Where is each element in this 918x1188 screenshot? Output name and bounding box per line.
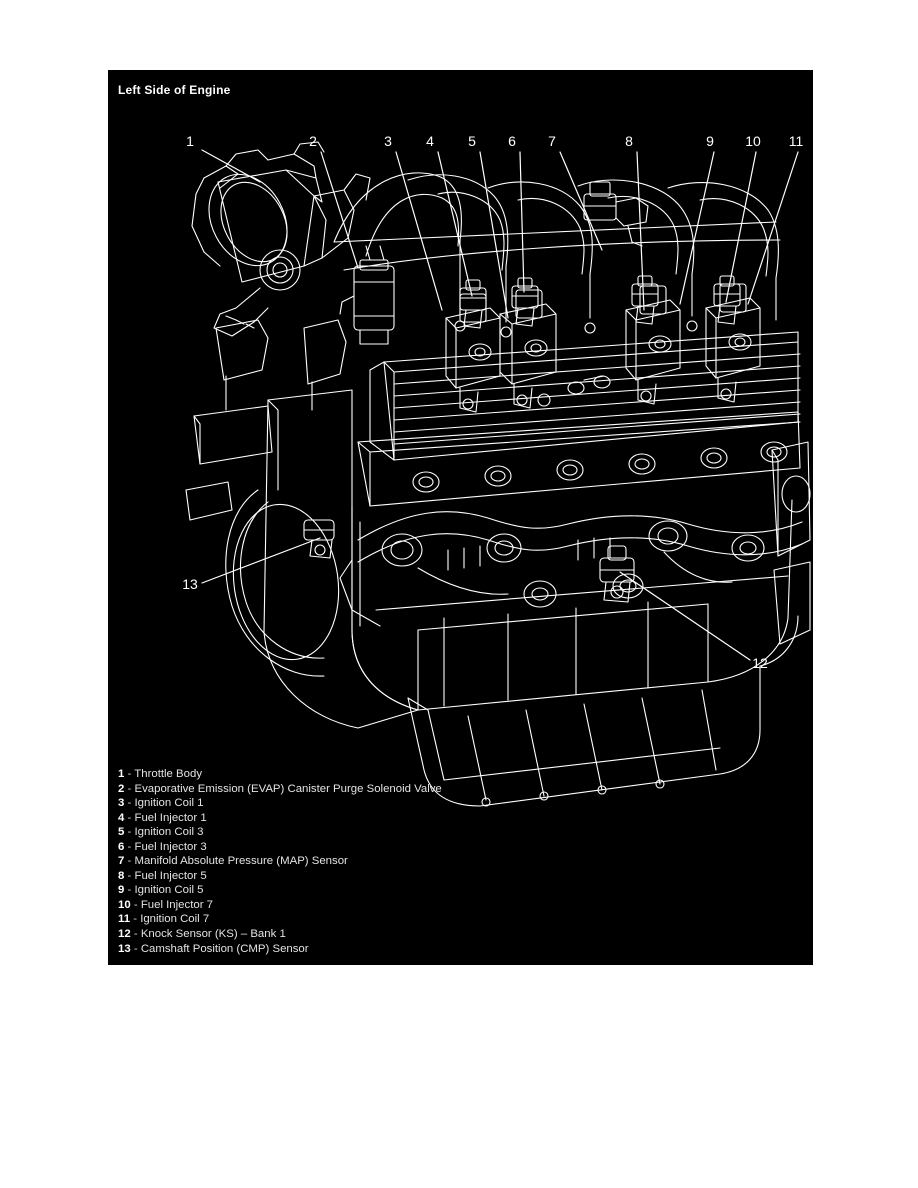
legend-label: Manifold Absolute Pressure (MAP) Sensor (134, 855, 348, 868)
legend-separator: - (133, 913, 138, 926)
legend-number: 13 (118, 942, 131, 955)
legend-separator: - (133, 928, 138, 941)
legend-separator: - (127, 855, 132, 868)
legend-item: 7 - Manifold Absolute Pressure (MAP) Sen… (118, 854, 798, 869)
ignition-coil-parts (445, 283, 761, 413)
legend-item: 10 - Fuel Injector 7 (118, 898, 798, 913)
legend-number: 5 (118, 826, 125, 839)
legend-label: Ignition Coil 1 (134, 797, 204, 810)
page-title: Left Side of Engine (118, 83, 231, 97)
legend-separator: - (127, 768, 132, 780)
legend-number: 1 (118, 768, 125, 780)
engine-line-drawing: 1 2 3 4 5 6 7 8 9 10 11 12 13 (108, 70, 813, 965)
intake-manifold-part (333, 172, 781, 338)
callout-13: 13 (182, 576, 198, 592)
front-cover-part (185, 319, 419, 729)
legend-number: 3 (118, 797, 125, 810)
legend-item: 4 - Fuel Injector 1 (118, 811, 798, 826)
knock-sensor-part (599, 545, 635, 603)
callout-7: 7 (548, 133, 556, 149)
legend-item: 3 - Ignition Coil 1 (118, 796, 798, 811)
legend-number: 9 (118, 884, 125, 897)
legend-label: Camshaft Position (CMP) Sensor (140, 942, 309, 955)
callout-6: 6 (508, 133, 516, 149)
legend-label: Fuel Injector 7 (140, 898, 213, 911)
legend-label: Evaporative Emission (EVAP) Canister Pur… (134, 782, 442, 795)
callout-10: 10 (745, 133, 761, 149)
legend-number: 10 (118, 898, 131, 911)
callout-12: 12 (752, 655, 768, 671)
legend-label: Ignition Coil 5 (134, 884, 204, 897)
callout-9: 9 (706, 133, 714, 149)
legend-item: 11 - Ignition Coil 7 (118, 912, 798, 927)
legend-number: 12 (118, 928, 131, 941)
legend-item: 9 - Ignition Coil 5 (118, 883, 798, 898)
legend-separator: - (127, 869, 132, 882)
legend-number: 2 (118, 782, 125, 795)
legend-separator: - (133, 942, 138, 955)
callout-4: 4 (426, 133, 434, 149)
legend-number: 4 (118, 811, 125, 824)
oil-pan-part (407, 615, 799, 807)
legend-separator: - (133, 898, 138, 911)
legend-separator: - (127, 782, 132, 795)
throttle-body-part (191, 141, 371, 337)
legend-item: 2 - Evaporative Emission (EVAP) Canister… (118, 782, 798, 797)
legend-number: 8 (118, 869, 125, 882)
legend-number: 7 (118, 855, 125, 868)
exhaust-manifold-part (339, 511, 803, 627)
callout-1: 1 (186, 133, 194, 149)
legend-item: 5 - Ignition Coil 3 (118, 825, 798, 840)
callout-11: 11 (789, 133, 804, 149)
legend-number: 6 (118, 840, 125, 853)
legend-separator: - (127, 797, 132, 810)
legend-label: Fuel Injector 1 (134, 811, 207, 824)
legend-separator: - (127, 826, 132, 839)
evap-purge-solenoid-part (339, 245, 395, 345)
callout-2: 2 (309, 133, 317, 149)
legend-list: 1 - Throttle Body 2 - Evaporative Emissi… (118, 767, 798, 956)
legend-item: 13 - Camshaft Position (CMP) Sensor (118, 942, 798, 957)
right-accessory-part (771, 441, 811, 645)
legend-separator: - (127, 884, 132, 897)
cylinder-head-part (357, 411, 801, 507)
legend-item: 8 - Fuel Injector 5 (118, 869, 798, 884)
legend-label: Throttle Body (134, 768, 203, 780)
legend-number: 11 (118, 913, 131, 926)
callout-5: 5 (468, 133, 476, 149)
legend-label: Knock Sensor (KS) – Bank 1 (140, 928, 286, 941)
legend-label: Fuel Injector 5 (134, 869, 207, 882)
callout-8: 8 (625, 133, 633, 149)
legend-separator: - (127, 840, 132, 853)
legend-item: 12 - Knock Sensor (KS) – Bank 1 (118, 927, 798, 942)
legend-label: Fuel Injector 3 (134, 840, 207, 853)
legend-item: 1 - Throttle Body (118, 767, 798, 782)
legend-label: Ignition Coil 7 (140, 913, 210, 926)
legend-separator: - (127, 811, 132, 824)
callout-3: 3 (384, 133, 392, 149)
valve-cover-part (369, 331, 801, 461)
legend-label: Ignition Coil 3 (134, 826, 204, 839)
callout-leader-lines (201, 149, 799, 661)
legend-item: 6 - Fuel Injector 3 (118, 840, 798, 855)
diagram-panel: Left Side of Engine (108, 70, 813, 965)
